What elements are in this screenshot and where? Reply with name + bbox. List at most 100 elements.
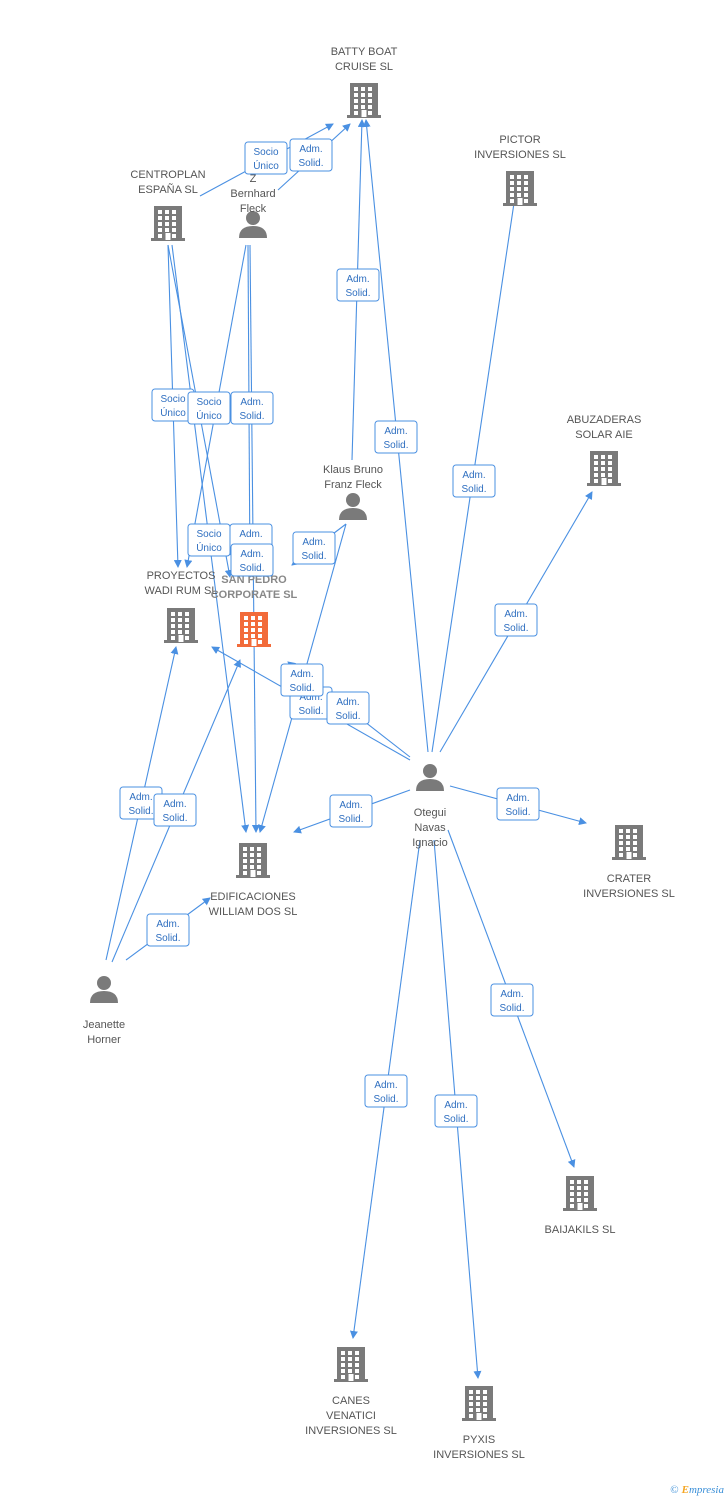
edge-label-text: Adm.: [290, 669, 313, 680]
edge-label-text: Adm.: [239, 529, 262, 540]
edge-label-text: Socio: [160, 394, 185, 405]
node-label: CRATER: [607, 873, 651, 885]
node-label: Franz Fleck: [324, 479, 382, 491]
edge-label[interactable]: Adm.Solid.: [289, 138, 333, 172]
edge-label-box: [326, 691, 370, 725]
edge-label-text: Adm.: [163, 799, 186, 810]
edge-label[interactable]: Adm. Solid.: [329, 794, 373, 828]
edge-label-text: Adm.: [444, 1100, 467, 1111]
edge-label[interactable]: Adm.Solid.: [336, 268, 380, 302]
building-icon: [563, 1176, 597, 1211]
edge-label-text: Socio: [196, 529, 221, 540]
edge-label-box: [230, 543, 274, 577]
edge-label[interactable]: Adm. Solid.: [496, 787, 540, 821]
edge-label-text: Solid.: [461, 484, 486, 495]
node-label: Klaus Bruno: [323, 464, 383, 476]
node-label: Ignacio: [412, 837, 447, 849]
edge-label[interactable]: Adm.Solid.: [146, 913, 190, 947]
empresia-brand[interactable]: ©Empresia: [670, 1484, 724, 1496]
node-label: INVERSIONES SL: [433, 1449, 525, 1461]
building-icon: [236, 843, 270, 878]
edge-label-box: [452, 464, 496, 498]
node-centroplan[interactable]: CENTROPLAN ESPAÑA SL: [130, 169, 206, 241]
edge-label[interactable]: Adm.Solid.: [326, 691, 370, 725]
brand-name: mpresia: [688, 1484, 724, 1496]
edge-labels-layer: SocioÚnicoAdm.Solid.Adm.Solid.Adm.Solid.…: [119, 138, 540, 1128]
edge-label-text: Solid.: [338, 814, 363, 825]
edge-label[interactable]: Adm.Solid.: [119, 786, 163, 820]
edge-label[interactable]: Adm.Solid.: [452, 464, 496, 498]
edge-label-text: Adm.: [240, 397, 263, 408]
edge-label-text: Adm.: [339, 800, 362, 811]
building-icon: [164, 608, 198, 643]
edge-label-text: Único: [196, 541, 222, 554]
edge-label[interactable]: Adm. Solid.: [490, 983, 534, 1017]
edge-label[interactable]: Adm. Solid.: [230, 391, 274, 425]
edge-label-box: [494, 603, 538, 637]
node-baijakils[interactable]: BAIJAKILS SL: [545, 1176, 616, 1236]
building-icon: [347, 83, 381, 118]
edge-label[interactable]: Adm. Solid.: [280, 663, 324, 697]
edge-label-text: Solid.: [239, 411, 264, 422]
node-canes[interactable]: CANES VENATICI INVERSIONES SL: [305, 1347, 397, 1437]
building-icon: [503, 171, 537, 206]
edge-label[interactable]: Adm.Solid.: [494, 603, 538, 637]
node-label: WILLIAM DOS SL: [209, 906, 298, 918]
edge-label[interactable]: Adm.Solid.: [374, 420, 418, 454]
edge-label[interactable]: Adm.Solid.: [364, 1074, 408, 1108]
node-label: Otegui: [414, 807, 446, 819]
edge-label-box: [434, 1094, 478, 1128]
edge-label-box: [292, 531, 336, 565]
node-sanpedro[interactable]: SAN PEDRO CORPORATE SL: [211, 574, 298, 647]
person-icon: [90, 976, 118, 1003]
edge-label-text: Solid.: [505, 807, 530, 818]
node-label: INVERSIONES SL: [305, 1425, 397, 1437]
node-label: VENATICI: [326, 1410, 376, 1422]
person-icon: [339, 493, 367, 520]
building-icon: [462, 1386, 496, 1421]
edge-label-text: Solid.: [335, 711, 360, 722]
edge-label-text: Adm.: [506, 793, 529, 804]
edge-label-text: Adm.: [299, 692, 322, 703]
node-label: CORPORATE SL: [211, 589, 298, 601]
copyright-icon: ©: [670, 1484, 679, 1496]
edge-label-text: Único: [160, 406, 186, 419]
edge-label[interactable]: Adm.Solid.: [434, 1094, 478, 1128]
edge-label-text: Solid.: [289, 683, 314, 694]
edge-label-text: Socio: [253, 147, 278, 158]
edge-label-text: Adm.: [302, 537, 325, 548]
edge-label-text: Adm.: [500, 989, 523, 1000]
edge-label[interactable]: Adm.Solid.: [230, 543, 274, 577]
node-label: CANES: [332, 1395, 370, 1407]
building-icon-highlighted: [237, 612, 271, 647]
edge-label-text: Solid.: [499, 1003, 524, 1014]
node-label: SAN PEDRO: [221, 574, 287, 586]
node-label: CENTROPLAN: [130, 169, 205, 181]
edge-label[interactable]: Adm.Solid.: [292, 531, 336, 565]
node-crater[interactable]: CRATER INVERSIONES SL: [583, 825, 675, 900]
node-label: BAIJAKILS SL: [545, 1224, 616, 1236]
edge-label[interactable]: Adm.Solid.: [153, 793, 197, 827]
edge-label-text: Adm.: [240, 549, 263, 560]
node-label: INVERSIONES SL: [583, 888, 675, 900]
node-label: Jeanette: [83, 1019, 125, 1031]
edge-label-box: [364, 1074, 408, 1108]
node-label: ESPAÑA SL: [138, 183, 198, 196]
edge-label-text: Solid.: [345, 288, 370, 299]
building-icon: [612, 825, 646, 860]
